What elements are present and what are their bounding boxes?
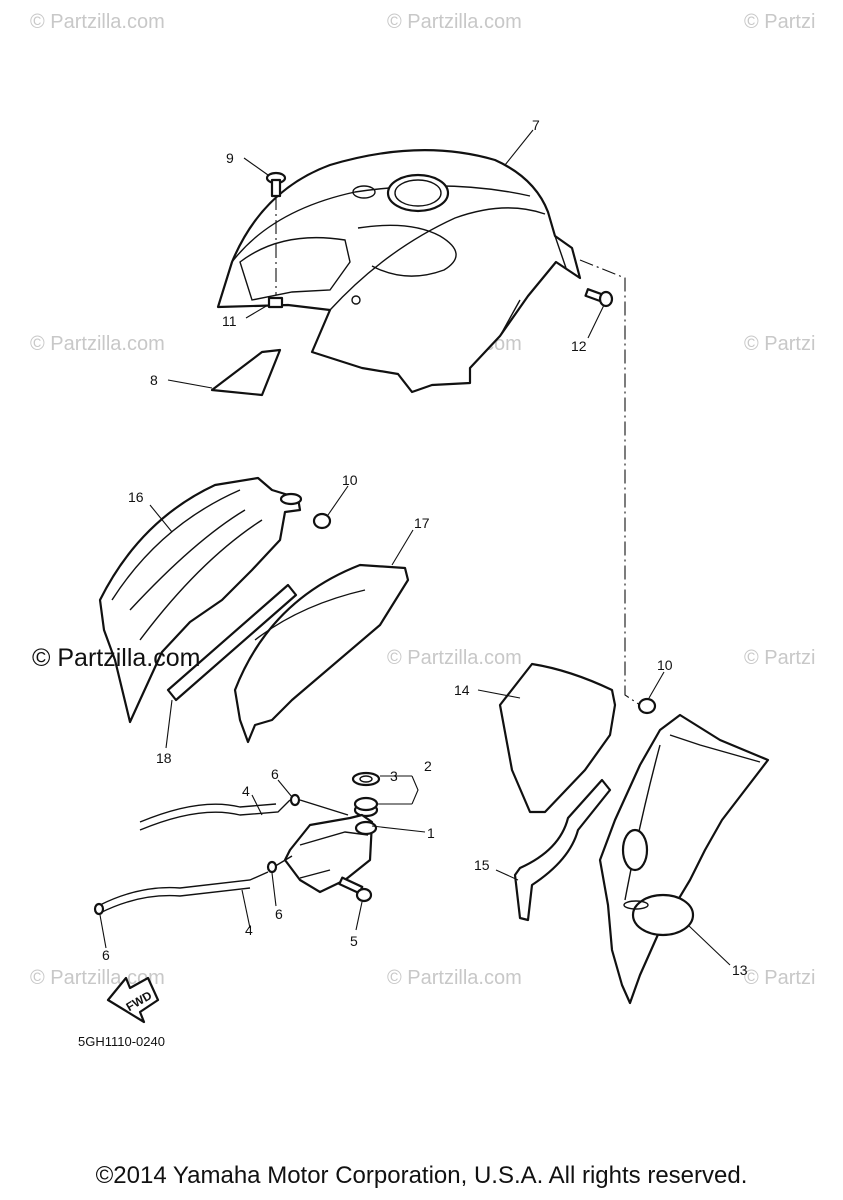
part-4-hose-lower-edge: [99, 887, 251, 914]
watermark: © Partzilla.com: [387, 11, 522, 33]
part-8-emblem[interactable]: [210, 348, 282, 397]
watermark: © Partzilla.com: [30, 967, 165, 989]
part-12-bolt[interactable]: [584, 288, 614, 308]
assembly-line: [579, 259, 641, 706]
hose-connector: [299, 799, 349, 816]
callout-label: 2: [424, 758, 432, 774]
callout-label: 14: [454, 682, 470, 698]
part-16-left-side-cover[interactable]: [98, 476, 303, 724]
callout-label: 11: [222, 313, 237, 329]
watermark: © Partzilla.com: [387, 647, 522, 669]
callout-label: 10: [342, 472, 358, 488]
callout-label: 5: [350, 933, 358, 949]
watermark-large: © Partzilla.com: [32, 644, 201, 672]
callout-label: 10: [657, 657, 673, 673]
callout-label: 6: [102, 947, 110, 963]
callout-label: 1: [427, 825, 435, 841]
callout-label: 12: [571, 338, 587, 354]
callout-label: 13: [732, 962, 748, 978]
part-2-cap[interactable]: [353, 796, 379, 818]
watermark: © Partzilla.com: [387, 967, 522, 989]
part-4-hose-lower[interactable]: [99, 871, 269, 906]
watermark: © Partzi: [744, 967, 815, 989]
part-10-grommet[interactable]: [312, 512, 332, 530]
diagram-code: 5GH1110-0240: [78, 1034, 165, 1049]
leader-lines: [99, 129, 731, 966]
part-17-pad-detail: [254, 589, 366, 641]
callout-label: 18: [156, 750, 172, 766]
callout-label: 8: [150, 372, 158, 388]
callout-label: 4: [245, 922, 253, 938]
watermark: © Partzi: [744, 333, 815, 355]
part-6-clip[interactable]: [266, 860, 278, 874]
part-14-pad[interactable]: [498, 662, 617, 814]
watermark: © Partzi: [744, 647, 815, 669]
callout-label: 4: [242, 783, 250, 799]
callout-label: 7: [532, 117, 540, 133]
callouts: 7 9 11 8 12 10 16 17 18 10 14 2 3 1 4 6 …: [102, 117, 748, 978]
callout-label: 16: [128, 489, 144, 505]
part-13-right-side-cover[interactable]: [598, 713, 770, 1005]
fwd-arrow: FWD: [106, 976, 160, 1024]
copyright-notice: ©2014 Yamaha Motor Corporation, U.S.A. A…: [95, 1162, 748, 1189]
part-1-reservoir-tank[interactable]: [283, 813, 378, 894]
watermark: © Partzilla.com: [30, 11, 165, 33]
part-6-clip[interactable]: [289, 793, 301, 807]
callout-label: 15: [474, 857, 490, 873]
watermark: © Partzilla.com: [30, 333, 165, 355]
callout-label: 6: [271, 766, 279, 782]
part-15-seal-strip[interactable]: [513, 778, 612, 922]
part-6-clip[interactable]: [93, 902, 105, 916]
callout-label: 3: [390, 768, 398, 784]
part-4-hose-upper-edge: [139, 803, 277, 823]
part-3-gasket-hole: [359, 775, 373, 783]
callout-label: 6: [275, 906, 283, 922]
part-11-nut[interactable]: [267, 296, 284, 309]
watermark: © Partzi: [744, 11, 815, 33]
callout-label: 9: [226, 150, 234, 166]
watermarks: © Partzilla.com © Partzilla.com © Partzi…: [30, 11, 815, 989]
part-18-seal-strip[interactable]: [166, 583, 298, 702]
part-5-bolt[interactable]: [338, 876, 373, 903]
part-17-pad[interactable]: [233, 563, 410, 744]
part-10-grommet[interactable]: [637, 697, 657, 715]
callout-label: 17: [414, 515, 430, 531]
part-4-hose-upper[interactable]: [139, 799, 291, 831]
part-7-tank-cover[interactable]: [216, 149, 582, 394]
part-3-gasket[interactable]: [351, 771, 381, 787]
